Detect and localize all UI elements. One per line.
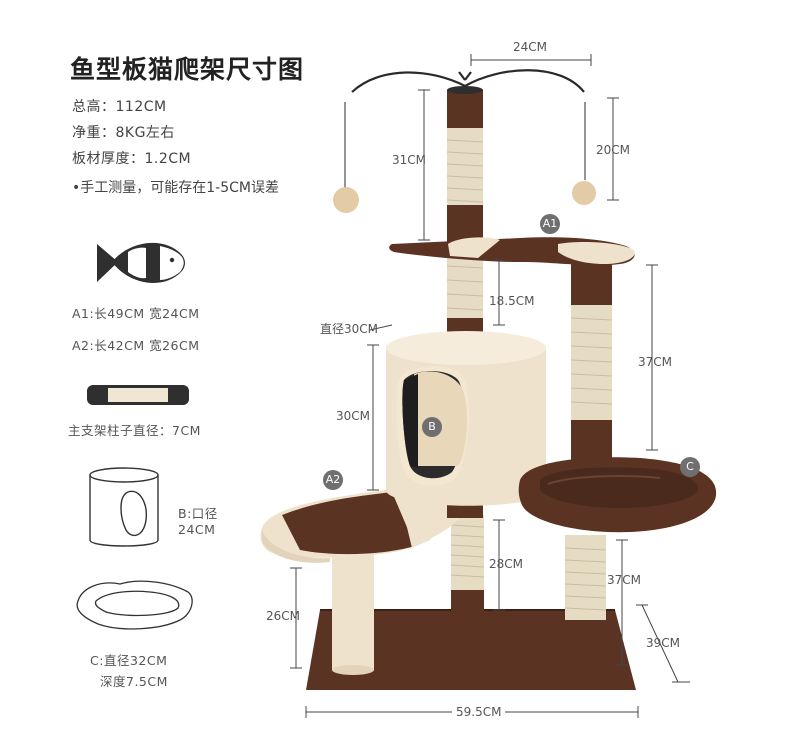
house-icon (89, 467, 159, 547)
measurement-note: •手工测量，可能存在1-5CM误差 (72, 180, 279, 196)
wire-toy (344, 69, 586, 188)
spec-total-height: 总高：112CM (72, 99, 167, 115)
badge-c: C (680, 457, 700, 477)
post-icon (87, 385, 189, 405)
spec-board-thickness: 板材厚度：1.2CM (72, 151, 192, 167)
dim-right-lower-post: 37CM (607, 573, 642, 587)
dim-toy-drop: 20CM (596, 143, 631, 157)
right-lower-post (564, 535, 607, 668)
dim-top-width: 24CM (513, 40, 548, 54)
legend-c-line2: 深度7.5CM (100, 674, 168, 689)
dim-lower-post: 28CM (489, 557, 524, 571)
dim-top-post: 31CM (392, 153, 427, 167)
page-title: 鱼型板猫爬架尺寸图 (70, 55, 305, 84)
top-post (446, 86, 484, 245)
left-short-post (332, 555, 374, 675)
legend-b-line2: 24CM (178, 522, 216, 537)
dimension-lines (290, 54, 690, 718)
fish-icon (97, 242, 185, 283)
legend-a2: A2:长42CM 宽26CM (72, 338, 200, 353)
badge-a1: A1 (540, 214, 560, 234)
dim-left-post: 26CM (266, 609, 301, 623)
legend-b-line1: B:口径 (178, 506, 218, 521)
legend-a1: A1:长49CM 宽24CM (72, 306, 200, 321)
right-upper-post (570, 262, 613, 470)
dim-house-height: 30CM (336, 409, 371, 423)
bed-c (518, 457, 717, 533)
pom-ball-right (572, 181, 596, 205)
platform-a1 (389, 237, 635, 266)
spec-net-weight: 净重：8KG左右 (72, 125, 175, 141)
platform-a2 (260, 486, 463, 563)
legend-c-line1: C:直径32CM (90, 653, 168, 668)
pom-ball-left (333, 187, 359, 213)
badge-a2: A2 (323, 470, 343, 490)
legend-post-diameter: 主支架柱子直径：7CM (68, 423, 201, 438)
dim-right-post: 37CM (638, 355, 673, 369)
dim-house-diameter: 直径30CM (320, 322, 379, 336)
bed-icon (76, 580, 193, 630)
dim-base-width: 59.5CM (452, 705, 506, 719)
center-lower-post (450, 515, 485, 622)
dim-base-depth: 39CM (646, 636, 681, 650)
badge-b: B (422, 417, 442, 437)
dim-mid-post: 18.5CM (489, 294, 535, 308)
